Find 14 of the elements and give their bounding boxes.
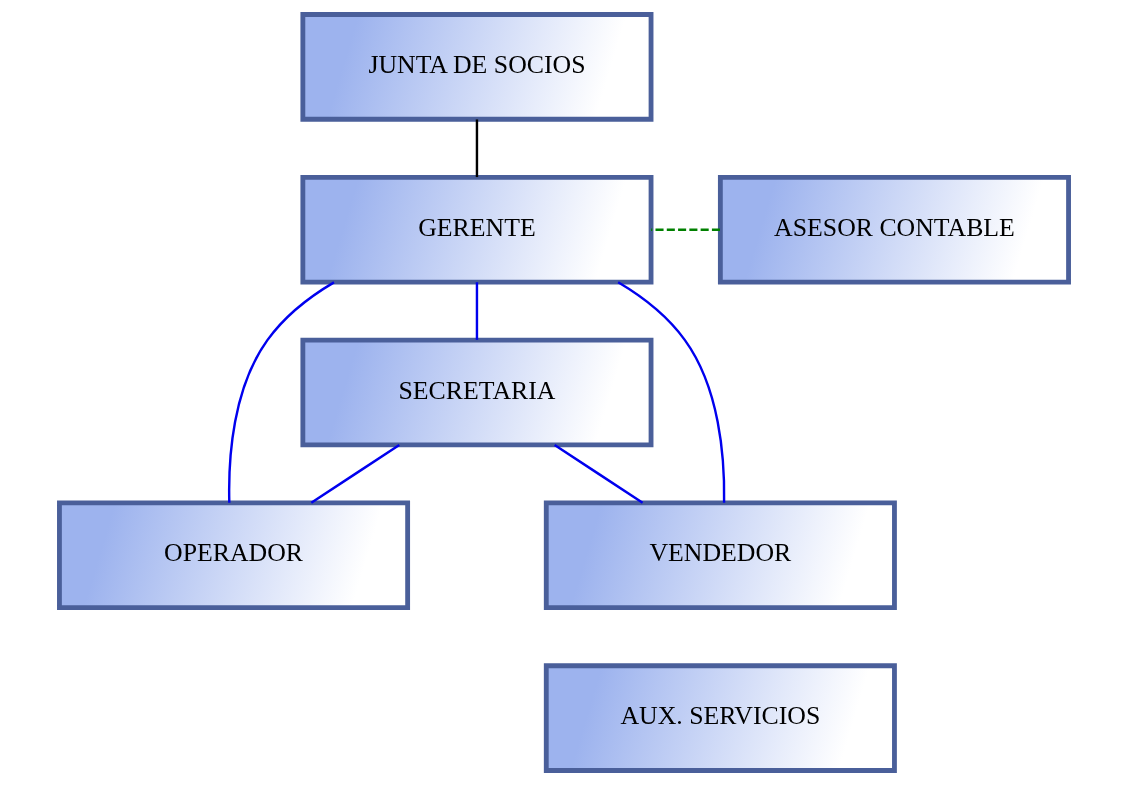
connector	[651, 228, 720, 231]
connector	[475, 282, 479, 340]
connector	[553, 444, 644, 504]
connector	[227, 281, 335, 503]
node-box: JUNTA DE SOCIOS	[300, 12, 654, 122]
node-box: VENDEDOR	[543, 500, 897, 611]
connector	[310, 444, 400, 504]
node-box: OPERADOR	[57, 500, 411, 611]
node-box: SECRETARIA	[300, 337, 654, 448]
connector	[475, 119, 479, 178]
node-box: ASESOR CONTABLE	[717, 174, 1071, 285]
connector	[617, 281, 726, 503]
node-box: AUX. SERVICIOS	[543, 663, 897, 773]
node-box: GERENTE	[300, 174, 654, 285]
